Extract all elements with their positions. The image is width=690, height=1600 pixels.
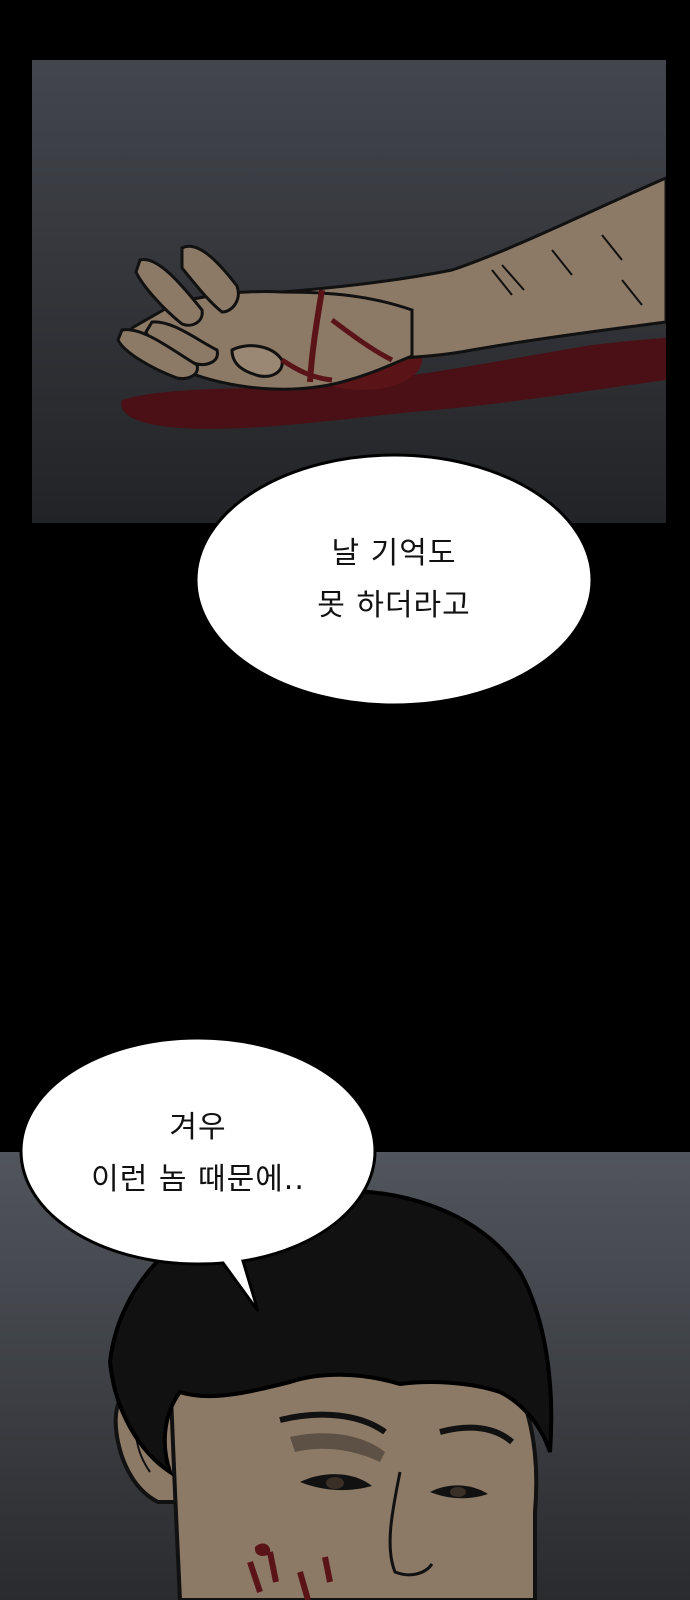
speech-bubble-1: 날 기억도 못 하더라고: [193, 452, 595, 708]
panel-bloody-hand: [32, 60, 666, 523]
speech-bubble-2: 겨우 이런 놈 때문에..: [18, 1035, 378, 1313]
speech-bubble-1-line-2: 못 하더라고: [317, 588, 471, 623]
speech-bubble-2-shape: [19, 1036, 377, 1312]
speech-bubble-2-line-2: 이런 놈 때문에..: [91, 1162, 305, 1197]
speech-bubble-2-text: 겨우 이런 놈 때문에..: [91, 1102, 305, 1206]
speech-bubble-2-line-1: 겨우: [169, 1110, 227, 1145]
speech-bubble-1-shape: [194, 453, 594, 707]
bloody-hand-illustration: [32, 60, 666, 523]
speech-bubble-1-text: 날 기억도 못 하더라고: [317, 528, 471, 632]
speech-bubble-1-line-1: 날 기억도: [331, 536, 457, 571]
